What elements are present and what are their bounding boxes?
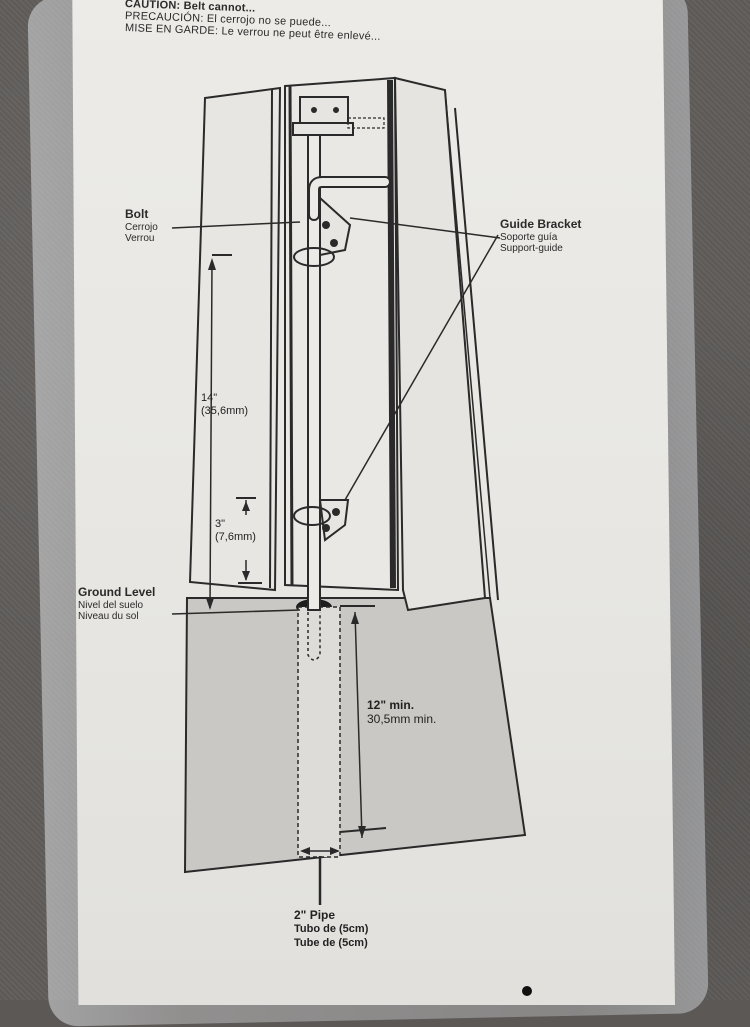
upper-guide-bracket	[319, 195, 352, 257]
dimension-depth-metric: 30,5mm min.	[367, 712, 437, 727]
dimension-12in-depth: 12" min. 30,5mm min.	[367, 698, 436, 727]
dimension-14in-imperial: 14"	[201, 392, 218, 404]
dimension-3in-imperial: 3"	[215, 518, 226, 530]
guide-bracket-label-fr: Support-guide	[500, 243, 563, 255]
dimension-14in-metric: (35,6mm)	[201, 405, 249, 418]
gate-left-panel	[188, 86, 282, 592]
gate-bar	[387, 79, 396, 589]
dimension-3in: 3" (7,6mm)	[215, 518, 256, 544]
dimension-14in: 14" (35,6mm)	[201, 392, 248, 418]
pipe-size-fr: Tube de (5cm)	[294, 936, 368, 949]
bolt-label-es: Cerrojo	[125, 221, 158, 233]
ground-level-label-fr: Niveau du sol	[78, 611, 139, 623]
gate-right-panel	[393, 76, 487, 612]
dimension-3in-metric: (7,6mm)	[215, 531, 256, 544]
guide-bracket-label-es: Soporte guía	[500, 231, 558, 243]
bolt-label: Bolt Cerrojo Verrou	[125, 207, 158, 245]
guide-bracket-label: Guide Bracket Soporte guía Support-guide	[500, 217, 582, 255]
gate-drop-rod-diagram	[171, 76, 527, 905]
guide-bracket-label-en: Guide Bracket	[500, 217, 582, 231]
ground-region	[183, 597, 527, 874]
ground-level-label-es: Nivel del suelo	[78, 599, 144, 611]
black-dot	[522, 986, 532, 996]
pipe-label: 2" Pipe Tubo de (5cm) Tube de (5cm)	[294, 908, 368, 951]
pipe-size: 2" Pipe	[294, 908, 336, 922]
dimension-depth-imperial: 12" min.	[367, 698, 415, 712]
pipe-sleeve	[297, 606, 341, 858]
bolt-label-fr: Verrou	[125, 233, 155, 245]
ground-level-label: Ground Level Nivel del suelo Niveau du s…	[78, 585, 156, 623]
ground-level-label-en: Ground Level	[78, 585, 156, 599]
bolt-label-en: Bolt	[125, 207, 149, 221]
pipe-size-es: Tubo de (5cm)	[294, 923, 369, 935]
